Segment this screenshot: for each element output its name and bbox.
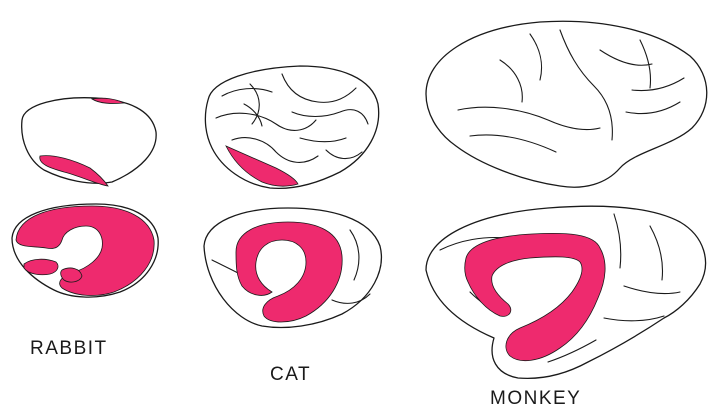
rabbit-medial-view [12,204,158,297]
monkey-medial-view [426,206,706,378]
cat-lateral-view [205,66,378,188]
cat-lateral-outline [205,66,378,188]
monkey-medial-outline [426,206,706,378]
rabbit-medial-limbic-fragment [24,259,58,275]
monkey-lateral-view [426,21,707,187]
monkey-label: MONKEY [490,388,581,410]
rabbit-lateral-view [22,98,156,186]
rabbit-label: RABBIT [30,338,108,360]
cat-medial-view [204,208,381,328]
cat-label: CAT [270,364,311,386]
